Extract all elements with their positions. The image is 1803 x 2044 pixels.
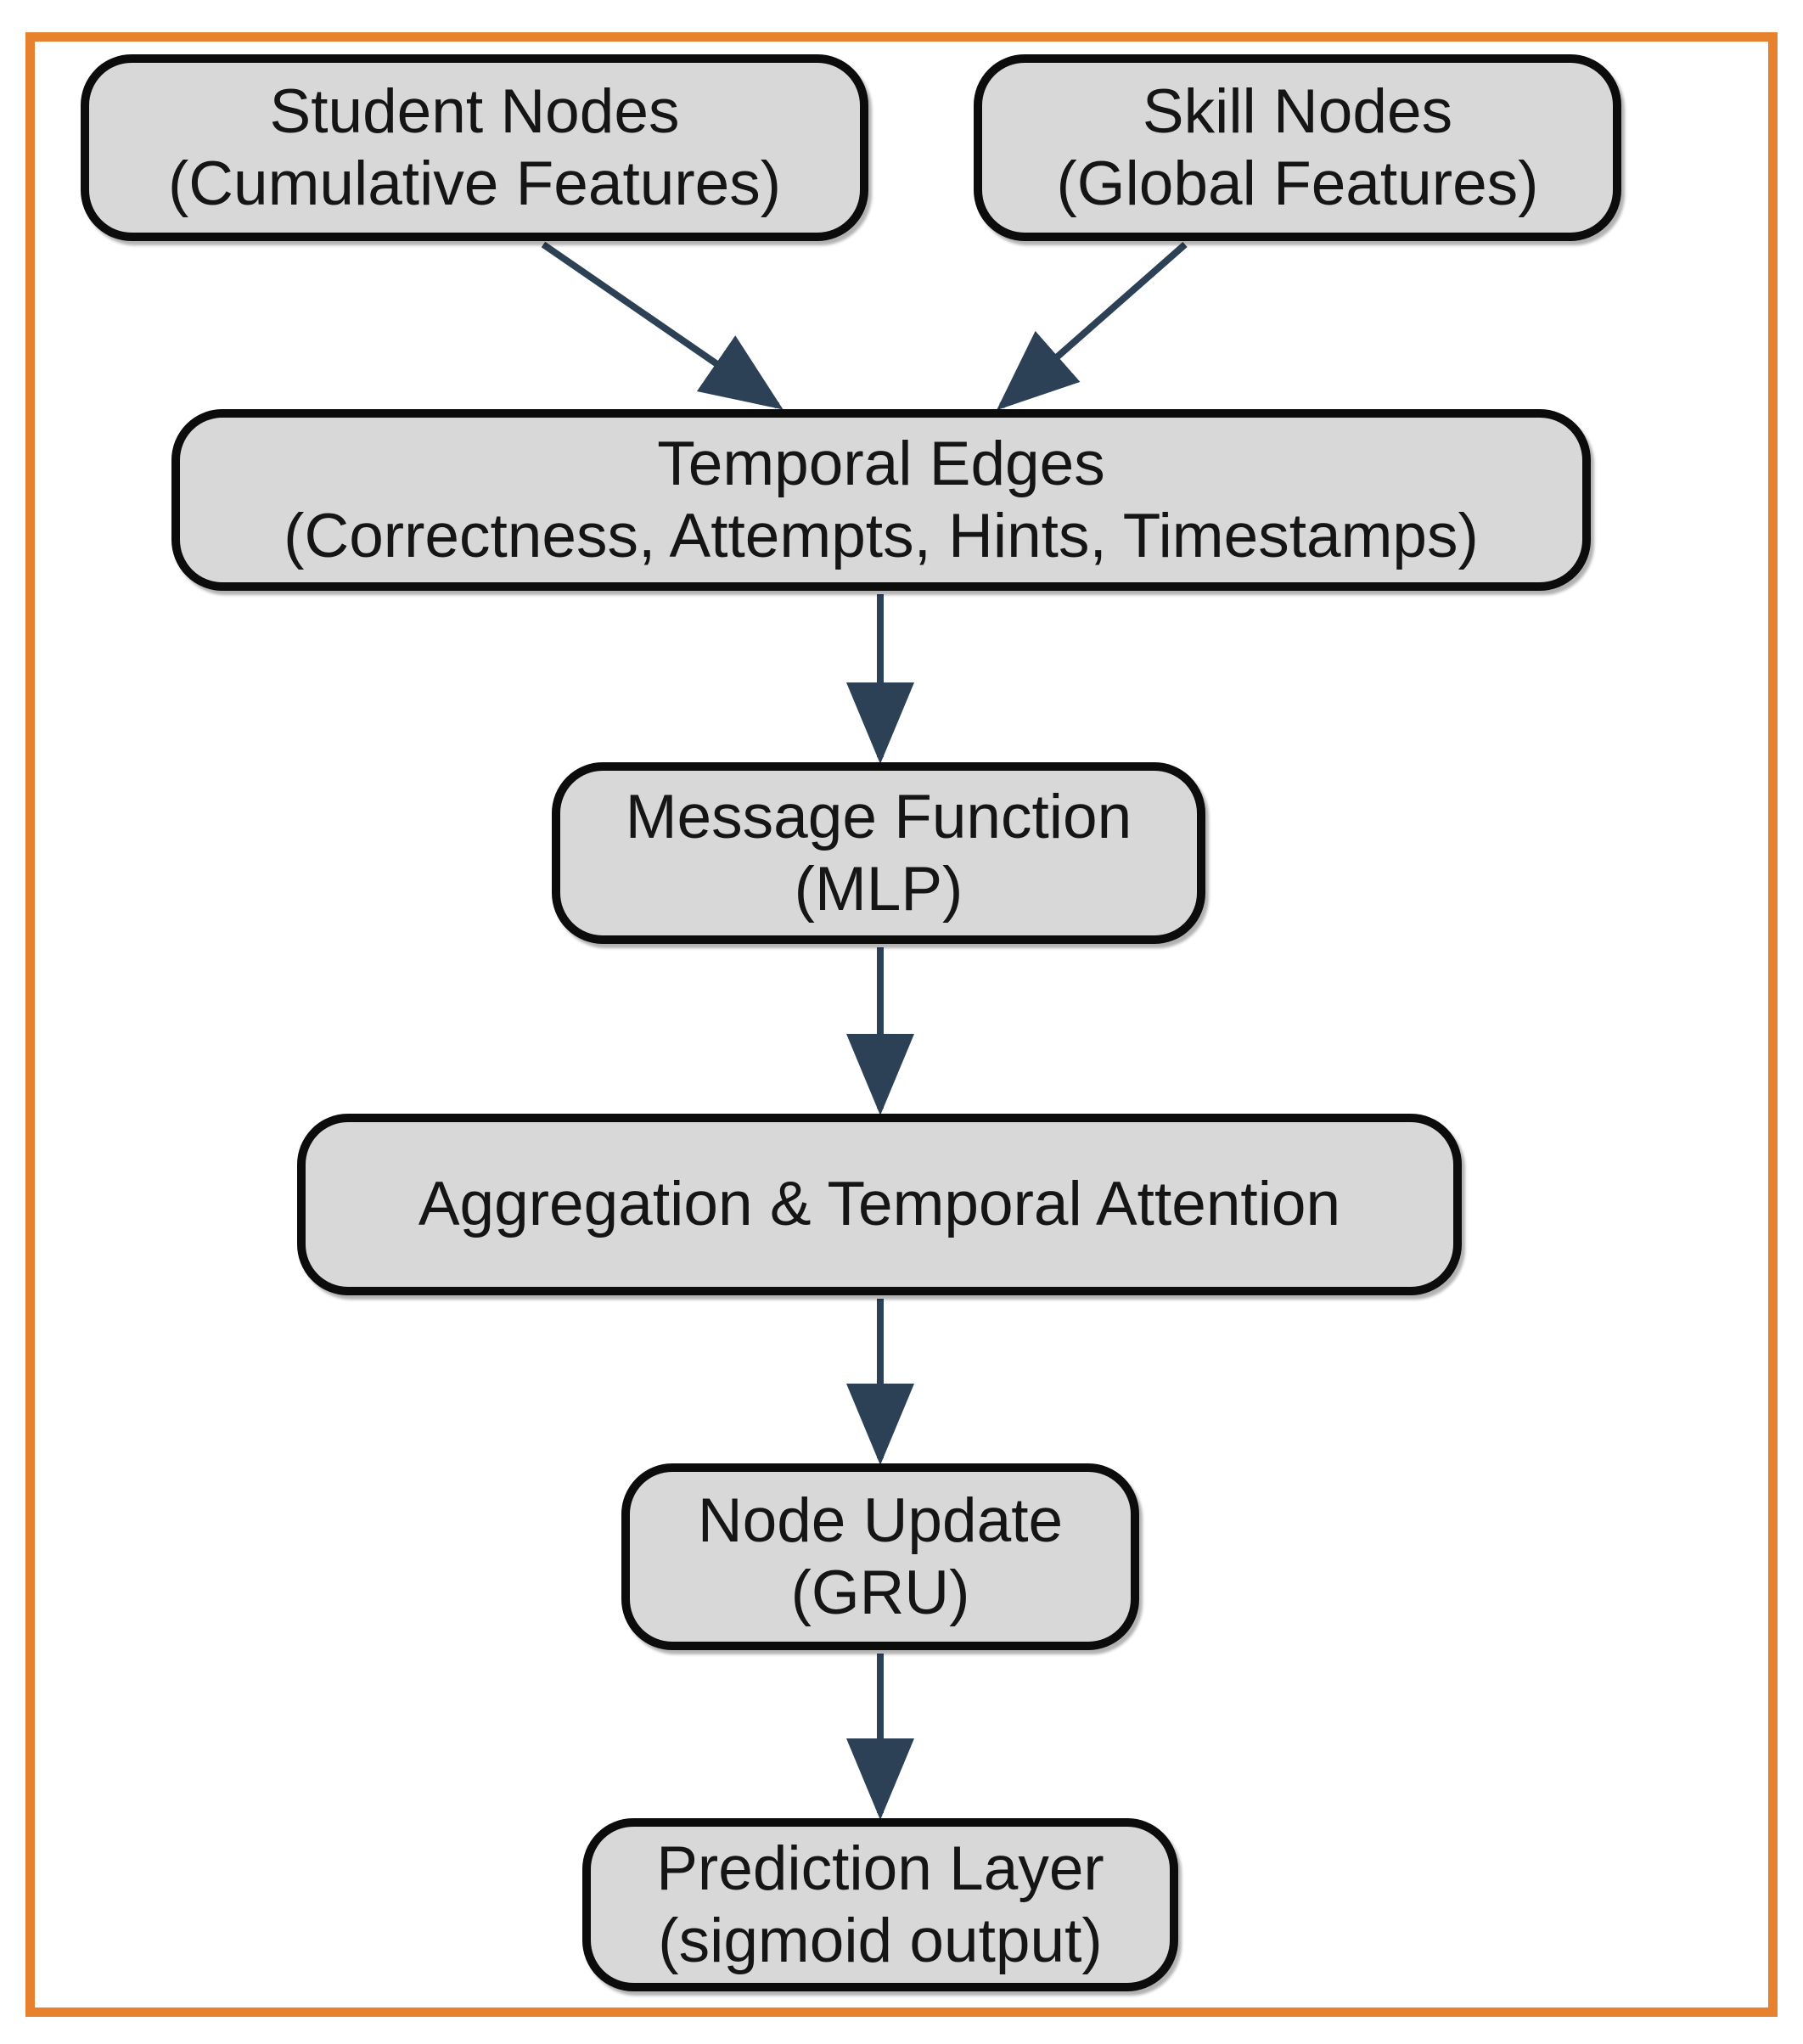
- node-label-line2: (Correctness, Attempts, Hints, Timestamp…: [284, 502, 1479, 570]
- node-label-line1: Student Nodes: [269, 76, 680, 146]
- node-label-line2: (Global Features): [1056, 149, 1539, 218]
- node-prediction-layer: Prediction Layer (sigmoid output): [582, 1818, 1178, 1991]
- node-node-update: Node Update (GRU): [621, 1463, 1139, 1650]
- arrow-student-to-temporal: [541, 241, 784, 410]
- node-label-line1: Message Function: [625, 782, 1132, 851]
- node-label-line1: Prediction Layer: [656, 1833, 1104, 1903]
- node-label-line2: (MLP): [794, 855, 963, 924]
- node-label-line1: Skill Nodes: [1142, 76, 1453, 146]
- node-label-line1: Temporal Edges: [657, 429, 1105, 498]
- node-label-line1: Node Update: [697, 1485, 1064, 1555]
- node-message-function: Message Function (MLP): [552, 762, 1205, 944]
- arrow-skill-to-temporal: [996, 241, 1188, 411]
- node-aggregation-attention: Aggregation & Temporal Attention: [297, 1114, 1462, 1295]
- node-label-line2: (Cumulative Features): [167, 149, 782, 218]
- node-skill-nodes: Skill Nodes (Global Features): [974, 54, 1621, 241]
- node-student-nodes: Student Nodes (Cumulative Features): [81, 54, 868, 241]
- node-temporal-edges: Temporal Edges (Correctness, Attempts, H…: [171, 409, 1591, 591]
- node-label-line1: Aggregation & Temporal Attention: [418, 1170, 1341, 1239]
- diagram-border-frame: [25, 32, 1778, 2017]
- node-label-line2: (GRU): [790, 1558, 970, 1627]
- node-label-line2: (sigmoid output): [658, 1906, 1103, 1975]
